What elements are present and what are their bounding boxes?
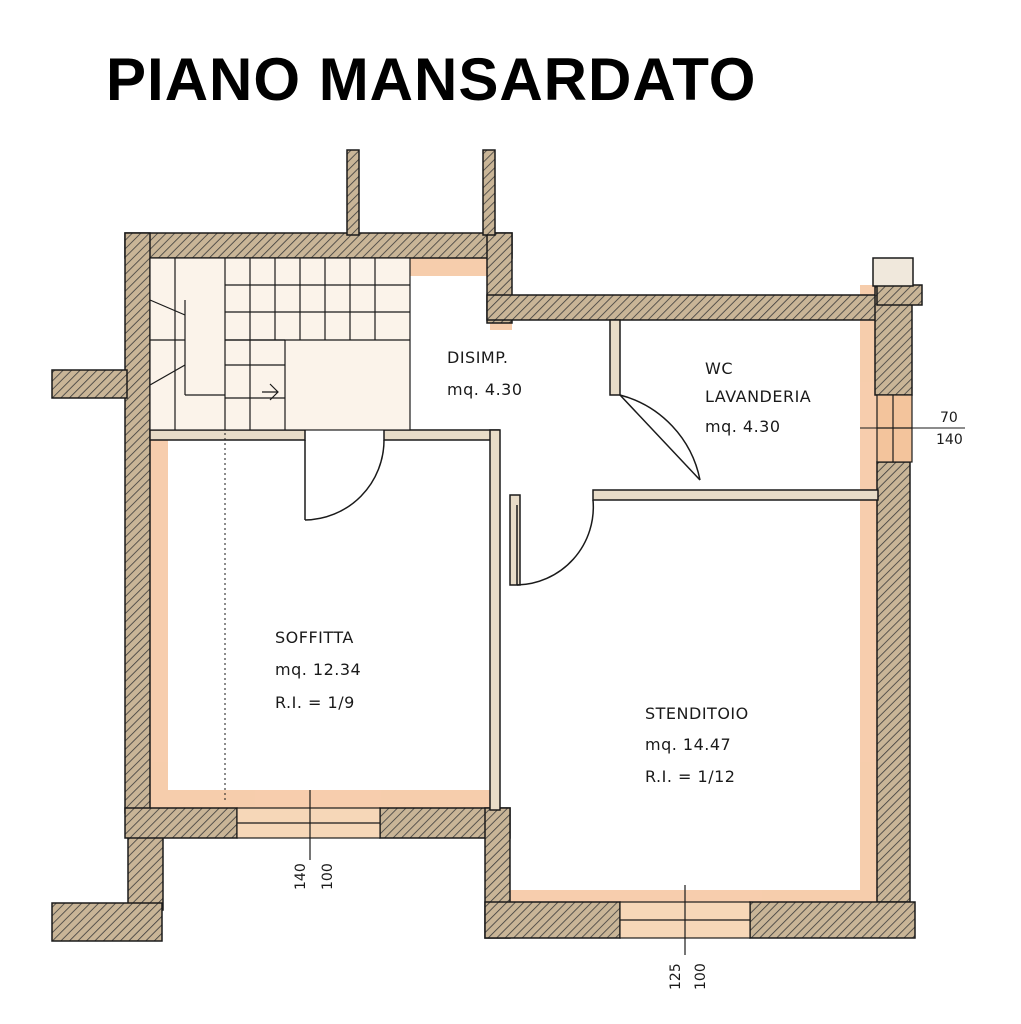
partition-stair-bottom xyxy=(149,429,306,441)
room-wc-name2: LAVANDERIA xyxy=(705,387,811,406)
door-stenditoio xyxy=(516,499,595,586)
room-disimp: DISIMP. mq. 4.30 xyxy=(447,348,523,399)
partitions xyxy=(149,319,879,811)
door-soffitta xyxy=(304,439,385,521)
room-soffitta: SOFFITTA mq. 12.34 R.I. = 1/9 xyxy=(275,628,361,712)
window-dimensions: 70 140 140 100 125 100 xyxy=(293,410,965,990)
dim-wc-top: 70 xyxy=(940,410,958,426)
room-stenditoio-ri: R.I. = 1/12 xyxy=(645,767,735,786)
dim-stenditoio-top: 125 xyxy=(668,963,684,990)
door-wc xyxy=(619,394,701,481)
wall-bottom-right-b xyxy=(749,901,916,939)
partition-soffitta-top xyxy=(383,429,500,441)
wall-ext-left-lower xyxy=(127,829,164,911)
wall-ext-left-bottom xyxy=(51,902,163,942)
room-wc-name: WC xyxy=(705,359,733,378)
dim-soffitta-top: 140 xyxy=(293,863,309,890)
duct-left xyxy=(346,149,360,236)
wall-left xyxy=(124,232,151,814)
room-soffitta-area: mq. 12.34 xyxy=(275,660,361,679)
room-stenditoio: STENDITOIO mq. 14.47 R.I. = 1/12 xyxy=(645,704,749,786)
dim-soffitta-bottom: 100 xyxy=(320,863,336,890)
wall-bottom-right-a xyxy=(484,901,621,939)
partition-wc-bottom xyxy=(592,489,879,501)
room-stenditoio-area: mq. 14.47 xyxy=(645,735,731,754)
duct-right xyxy=(482,149,496,236)
room-stenditoio-name: STENDITOIO xyxy=(645,704,749,723)
room-disimp-name: DISIMP. xyxy=(447,348,508,367)
wall-top-right xyxy=(486,294,878,321)
room-soffitta-name: SOFFITTA xyxy=(275,628,354,647)
doors xyxy=(304,394,701,586)
window-soffitta xyxy=(236,790,381,860)
window-stenditoio xyxy=(619,885,751,955)
room-wc-area: mq. 4.30 xyxy=(705,417,781,436)
wall-right-bottom-stub xyxy=(876,284,923,306)
wall-top-left xyxy=(124,232,513,259)
room-disimp-area: mq. 4.30 xyxy=(447,380,523,399)
wall-ext-left-upper xyxy=(51,369,128,399)
staircase xyxy=(149,257,411,800)
plan-title: PIANO MANSARDATO xyxy=(106,46,757,113)
wall-bottom-left-a xyxy=(124,807,238,839)
wall-right-lower xyxy=(876,461,911,903)
dim-stenditoio-bottom: 100 xyxy=(693,963,709,990)
partition-wc-left xyxy=(609,319,621,396)
column-top-right xyxy=(872,257,914,287)
windows xyxy=(236,394,913,955)
partition-door-jamb xyxy=(509,494,521,586)
dim-wc-bottom: 140 xyxy=(936,432,963,448)
room-wc: WC LAVANDERIA mq. 4.30 xyxy=(705,359,811,436)
partition-soffitta-right xyxy=(489,429,501,811)
room-soffitta-ri: R.I. = 1/9 xyxy=(275,693,355,712)
walls xyxy=(51,149,923,942)
